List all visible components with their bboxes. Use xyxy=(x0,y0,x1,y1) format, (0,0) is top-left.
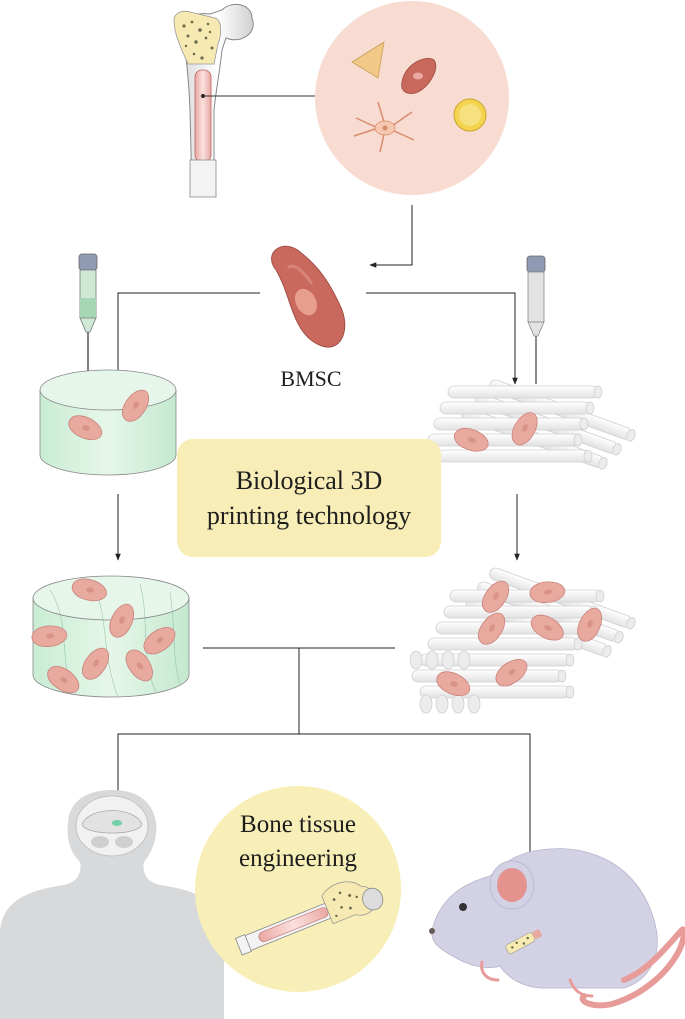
application-line-2: engineering xyxy=(238,845,357,872)
hydrogel-dish-icon xyxy=(29,575,190,698)
bone-tissue-engineering-circle: Bone tissue engineering xyxy=(195,786,401,992)
fiber-scaffold-icon xyxy=(427,377,638,471)
human-skull-icon xyxy=(0,790,224,1019)
printing-line-2: printing technology xyxy=(206,501,412,530)
bmsc-label: BMSC xyxy=(280,366,342,391)
femur-bone-icon xyxy=(173,3,254,198)
printing-technology-box: Biological 3D printing technology xyxy=(177,439,441,557)
syringe-icon xyxy=(78,253,98,405)
printing-line-1: Biological 3D xyxy=(235,466,383,495)
application-line-1: Bone tissue xyxy=(240,811,356,838)
hydrogel-dish-icon xyxy=(39,369,177,476)
mouse-icon xyxy=(429,848,685,1009)
syringe-icon xyxy=(526,255,546,384)
bone-marrow-cells-icon xyxy=(315,1,509,195)
fiber-scaffold-icon xyxy=(409,565,638,714)
bmsc-cell-icon xyxy=(271,245,346,348)
